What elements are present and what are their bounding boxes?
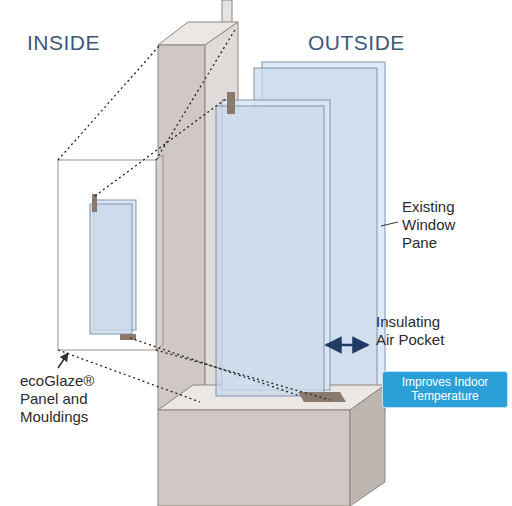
inset-moulding-top [92,194,97,212]
side-heading: INSIDE [27,30,100,55]
sill-front [158,410,350,506]
air-pocket-arrow [326,344,368,347]
projection-line [58,45,160,160]
side-heading: OUTSIDE [308,30,405,55]
part-label: Existing Window Pane [402,198,474,252]
moulding-top [227,92,235,114]
pipe [222,0,232,24]
projection-line [130,338,300,396]
inset-pane-front [90,204,132,334]
part-label: ecoGlaze® Panel and Mouldings [20,372,108,426]
callout-box: Improves Indoor Temperature [382,371,508,408]
projection-line [156,28,236,160]
inset-frame-side [156,155,163,350]
inset-moulding-bottom [120,334,136,340]
inset-frame [58,160,156,350]
wall-jamb-front [158,45,205,410]
ecoglaze-pane-front [216,106,324,396]
sill-side [350,385,385,506]
part-label: Insulating Air Pocket [376,313,458,349]
projection-line [95,98,227,196]
projection-line [156,350,330,400]
projection-lines [58,28,330,402]
leader-line [381,222,398,226]
leader-arrow [58,353,68,368]
callout-text: Improves Indoor Temperature [389,375,501,404]
